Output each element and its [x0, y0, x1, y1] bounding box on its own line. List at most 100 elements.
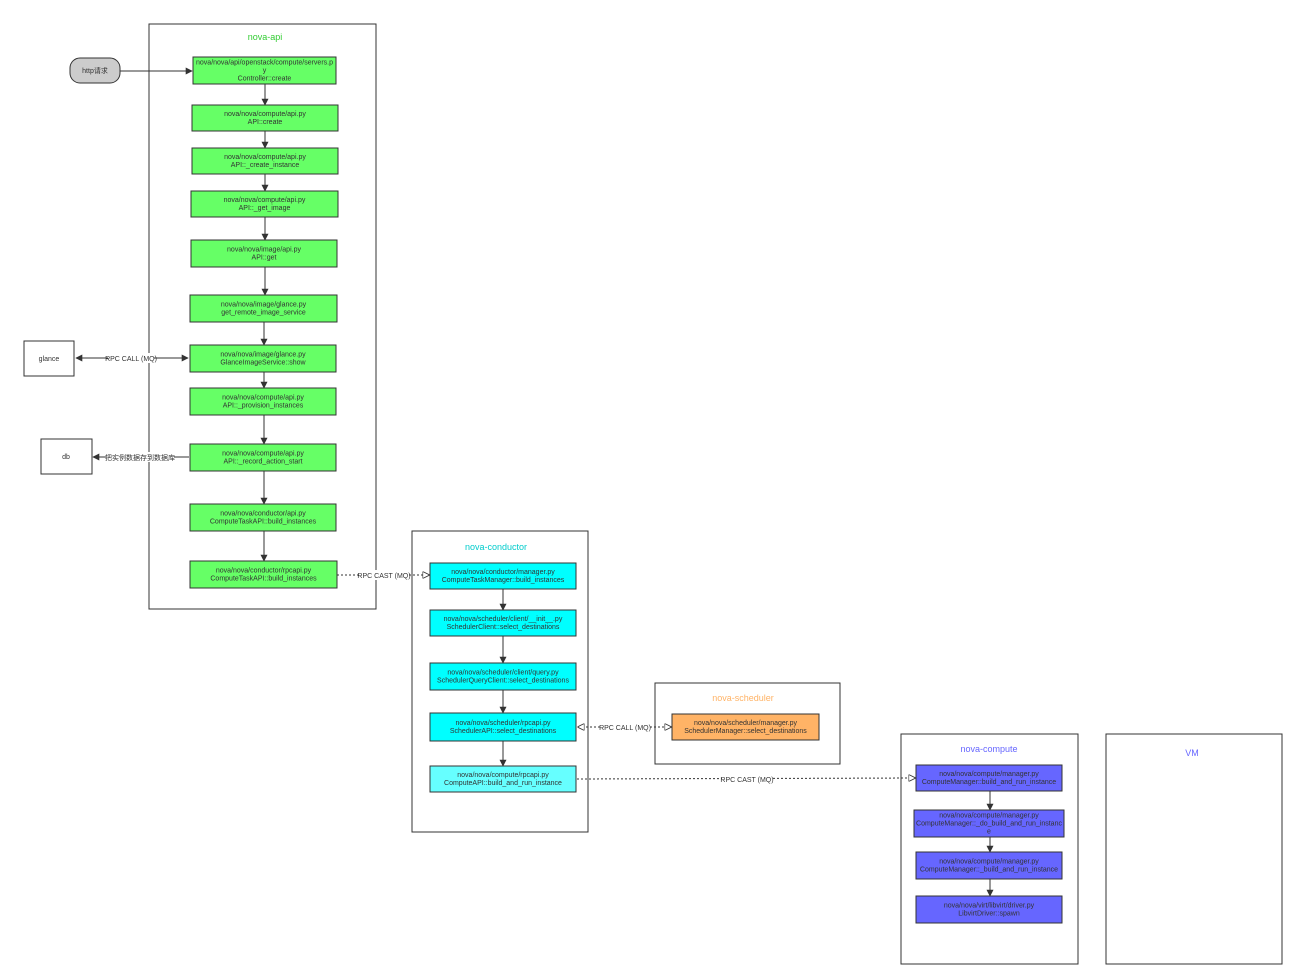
edge-label-db-write: 把实例数据存到数据库: [105, 453, 175, 462]
glance-label: glance: [39, 356, 60, 363]
http-request-label: http请求: [82, 66, 108, 75]
api-node-6: nova/nova/image/glance.pyget_remote_imag…: [189, 294, 338, 323]
api-node-box: [190, 190, 339, 218]
cluster-title-nova-api: nova-api: [248, 32, 283, 42]
api-node-box: [189, 560, 338, 589]
scheduler-node-label-line: SchedulerManager::select_destinations: [684, 728, 807, 735]
edge-label-scheduler-rpc: RPC CALL (MQ): [599, 725, 651, 732]
scheduler-node-1: nova/nova/scheduler/manager.pySchedulerM…: [671, 713, 820, 741]
conductor-node-group: nova/nova/conductor/manager.pyComputeTas…: [429, 562, 577, 793]
edge-label-glance-rpc: RPC CALL (MQ): [105, 356, 157, 363]
api-node-label-line: API::get: [252, 255, 277, 262]
api-node-box: [189, 503, 337, 532]
api-node-7: nova/nova/image/glance.pyGlanceImageServ…: [189, 344, 337, 373]
api-node-label-line: GlanceImageService::show: [220, 360, 306, 367]
conductor-node-3: nova/nova/scheduler/client/query.pySched…: [429, 662, 577, 691]
cluster-nova-compute: nova-compute: [900, 733, 1079, 965]
api-node-box: [191, 104, 339, 132]
conductor-node-box: [429, 712, 577, 742]
conductor-node-box: [429, 609, 577, 637]
compute-node-group: nova/nova/compute/manager.pyComputeManag…: [913, 764, 1065, 924]
api-node-label-line: nova/nova/image/api.py: [227, 247, 301, 254]
conductor-node-label-line: nova/nova/scheduler/client/query.py: [447, 670, 559, 677]
api-node-label-line: API::create: [248, 119, 283, 126]
api-node-label-line: nova/nova/compute/api.py: [224, 111, 306, 118]
conductor-node-label-line: nova/nova/compute/rpcapi.py: [457, 772, 549, 779]
compute-node-label-line: ComputeManager::build_and_run_instance: [922, 779, 1056, 786]
glance-node: glance: [23, 340, 75, 377]
edge-labels: RPC CALL (MQ) 把实例数据存到数据库 RPC CAST (MQ) R…: [105, 353, 774, 784]
conductor-node-label-line: nova/nova/conductor/manager.py: [451, 569, 555, 576]
api-node-label-line: API::_record_action_start: [224, 459, 303, 466]
edge-label-conductor-rpc: RPC CAST (MQ): [357, 573, 410, 580]
api-node-group: nova/nova/api/openstack/compute/servers.…: [189, 56, 339, 589]
conductor-node-label-line: SchedulerClient::select_destinations: [447, 624, 560, 631]
cluster-title-vm: VM: [1185, 748, 1199, 758]
compute-node-label-line: ComputeManager::_do_build_and_run_instan…: [916, 821, 1062, 828]
cluster-title-nova-compute: nova-compute: [960, 744, 1017, 754]
api-node-label-line: nova/nova/compute/api.py: [224, 197, 306, 204]
api-node-box: [192, 56, 337, 85]
conductor-node-label-line: nova/nova/scheduler/client/__init__.py: [444, 616, 563, 623]
scheduler-node-label-line: nova/nova/scheduler/manager.py: [694, 720, 798, 727]
api-node-box: [189, 344, 337, 373]
compute-node-2: nova/nova/compute/manager.pyComputeManag…: [913, 809, 1065, 838]
api-node-label-line: nova/nova/compute/api.py: [222, 395, 304, 402]
api-node-box: [191, 147, 339, 175]
api-node-box: [189, 443, 337, 472]
compute-node-4: nova/nova/virt/libvirt/driver.pyLibvirtD…: [915, 895, 1063, 924]
compute-node-box: [913, 809, 1065, 838]
api-node-label-line: nova/nova/image/glance.py: [220, 352, 306, 359]
api-node-box: [190, 239, 338, 268]
api-node-label-line: nova/nova/conductor/api.py: [220, 511, 306, 518]
cluster-title-nova-conductor: nova-conductor: [465, 542, 527, 552]
api-node-label-line: API::_create_instance: [231, 162, 300, 169]
compute-node-box: [915, 895, 1063, 924]
compute-node-label-line: e: [987, 829, 991, 836]
edge-label-compute-rpc: RPC CAST (MQ): [720, 777, 773, 784]
conductor-node-4: nova/nova/scheduler/rpcapi.pySchedulerAP…: [429, 712, 577, 742]
compute-node-1: nova/nova/compute/manager.pyComputeManag…: [915, 764, 1063, 792]
db-node: db: [40, 438, 93, 475]
cluster-vm: VM: [1105, 733, 1283, 965]
api-node-label-line: nova/nova/api/openstack/compute/servers.…: [196, 60, 333, 67]
db-label: db: [62, 454, 70, 461]
compute-node-label-line: nova/nova/virt/libvirt/driver.py: [944, 903, 1035, 910]
scheduler-node-box: [671, 713, 820, 741]
api-node-label-line: nova/nova/compute/api.py: [222, 451, 304, 458]
api-node-label-line: Controller::create: [238, 76, 292, 83]
api-node-1: nova/nova/api/openstack/compute/servers.…: [192, 56, 337, 85]
api-node-box: [189, 294, 338, 323]
api-node-label-line: nova/nova/conductor/rpcapi.py: [216, 568, 312, 575]
api-node-label-line: get_remote_image_service: [221, 310, 306, 317]
api-node-label-line: API::_provision_instances: [223, 403, 304, 410]
conductor-node-label-line: SchedulerQueryClient::select_destination…: [437, 678, 569, 685]
conductor-node-1: nova/nova/conductor/manager.pyComputeTas…: [429, 562, 577, 590]
api-node-label-line: nova/nova/compute/api.py: [224, 154, 306, 161]
api-node-3: nova/nova/compute/api.pyAPI::_create_ins…: [191, 147, 339, 175]
compute-node-label-line: nova/nova/compute/manager.py: [939, 859, 1039, 866]
conductor-node-label-line: nova/nova/scheduler/rpcapi.py: [456, 720, 551, 727]
conductor-node-box: [429, 765, 577, 793]
api-node-label-line: API::_get_image: [239, 205, 291, 212]
http-request-node: http请求: [69, 57, 121, 84]
cluster-nova-api: nova-api: [148, 23, 377, 610]
conductor-node-label-line: SchedulerAPI::select_destinations: [450, 728, 557, 735]
api-node-9: nova/nova/compute/api.pyAPI::_record_act…: [189, 443, 337, 472]
api-node-10: nova/nova/conductor/api.pyComputeTaskAPI…: [189, 503, 337, 532]
compute-node-label-line: ComputeManager::_build_and_run_instance: [920, 867, 1058, 874]
cluster-nova-conductor: nova-conductor: [411, 530, 589, 833]
cluster-title-nova-scheduler: nova-scheduler: [712, 693, 774, 703]
compute-node-label-line: nova/nova/compute/manager.py: [939, 771, 1039, 778]
compute-node-box: [915, 764, 1063, 792]
conductor-node-box: [429, 562, 577, 590]
conductor-node-5: nova/nova/compute/rpcapi.pyComputeAPI::b…: [429, 765, 577, 793]
scheduler-node-group: nova/nova/scheduler/manager.pySchedulerM…: [671, 713, 820, 741]
conductor-node-2: nova/nova/scheduler/client/__init__.pySc…: [429, 609, 577, 637]
api-node-8: nova/nova/compute/api.pyAPI::_provision_…: [189, 387, 337, 416]
api-node-label-line: y: [263, 68, 267, 75]
